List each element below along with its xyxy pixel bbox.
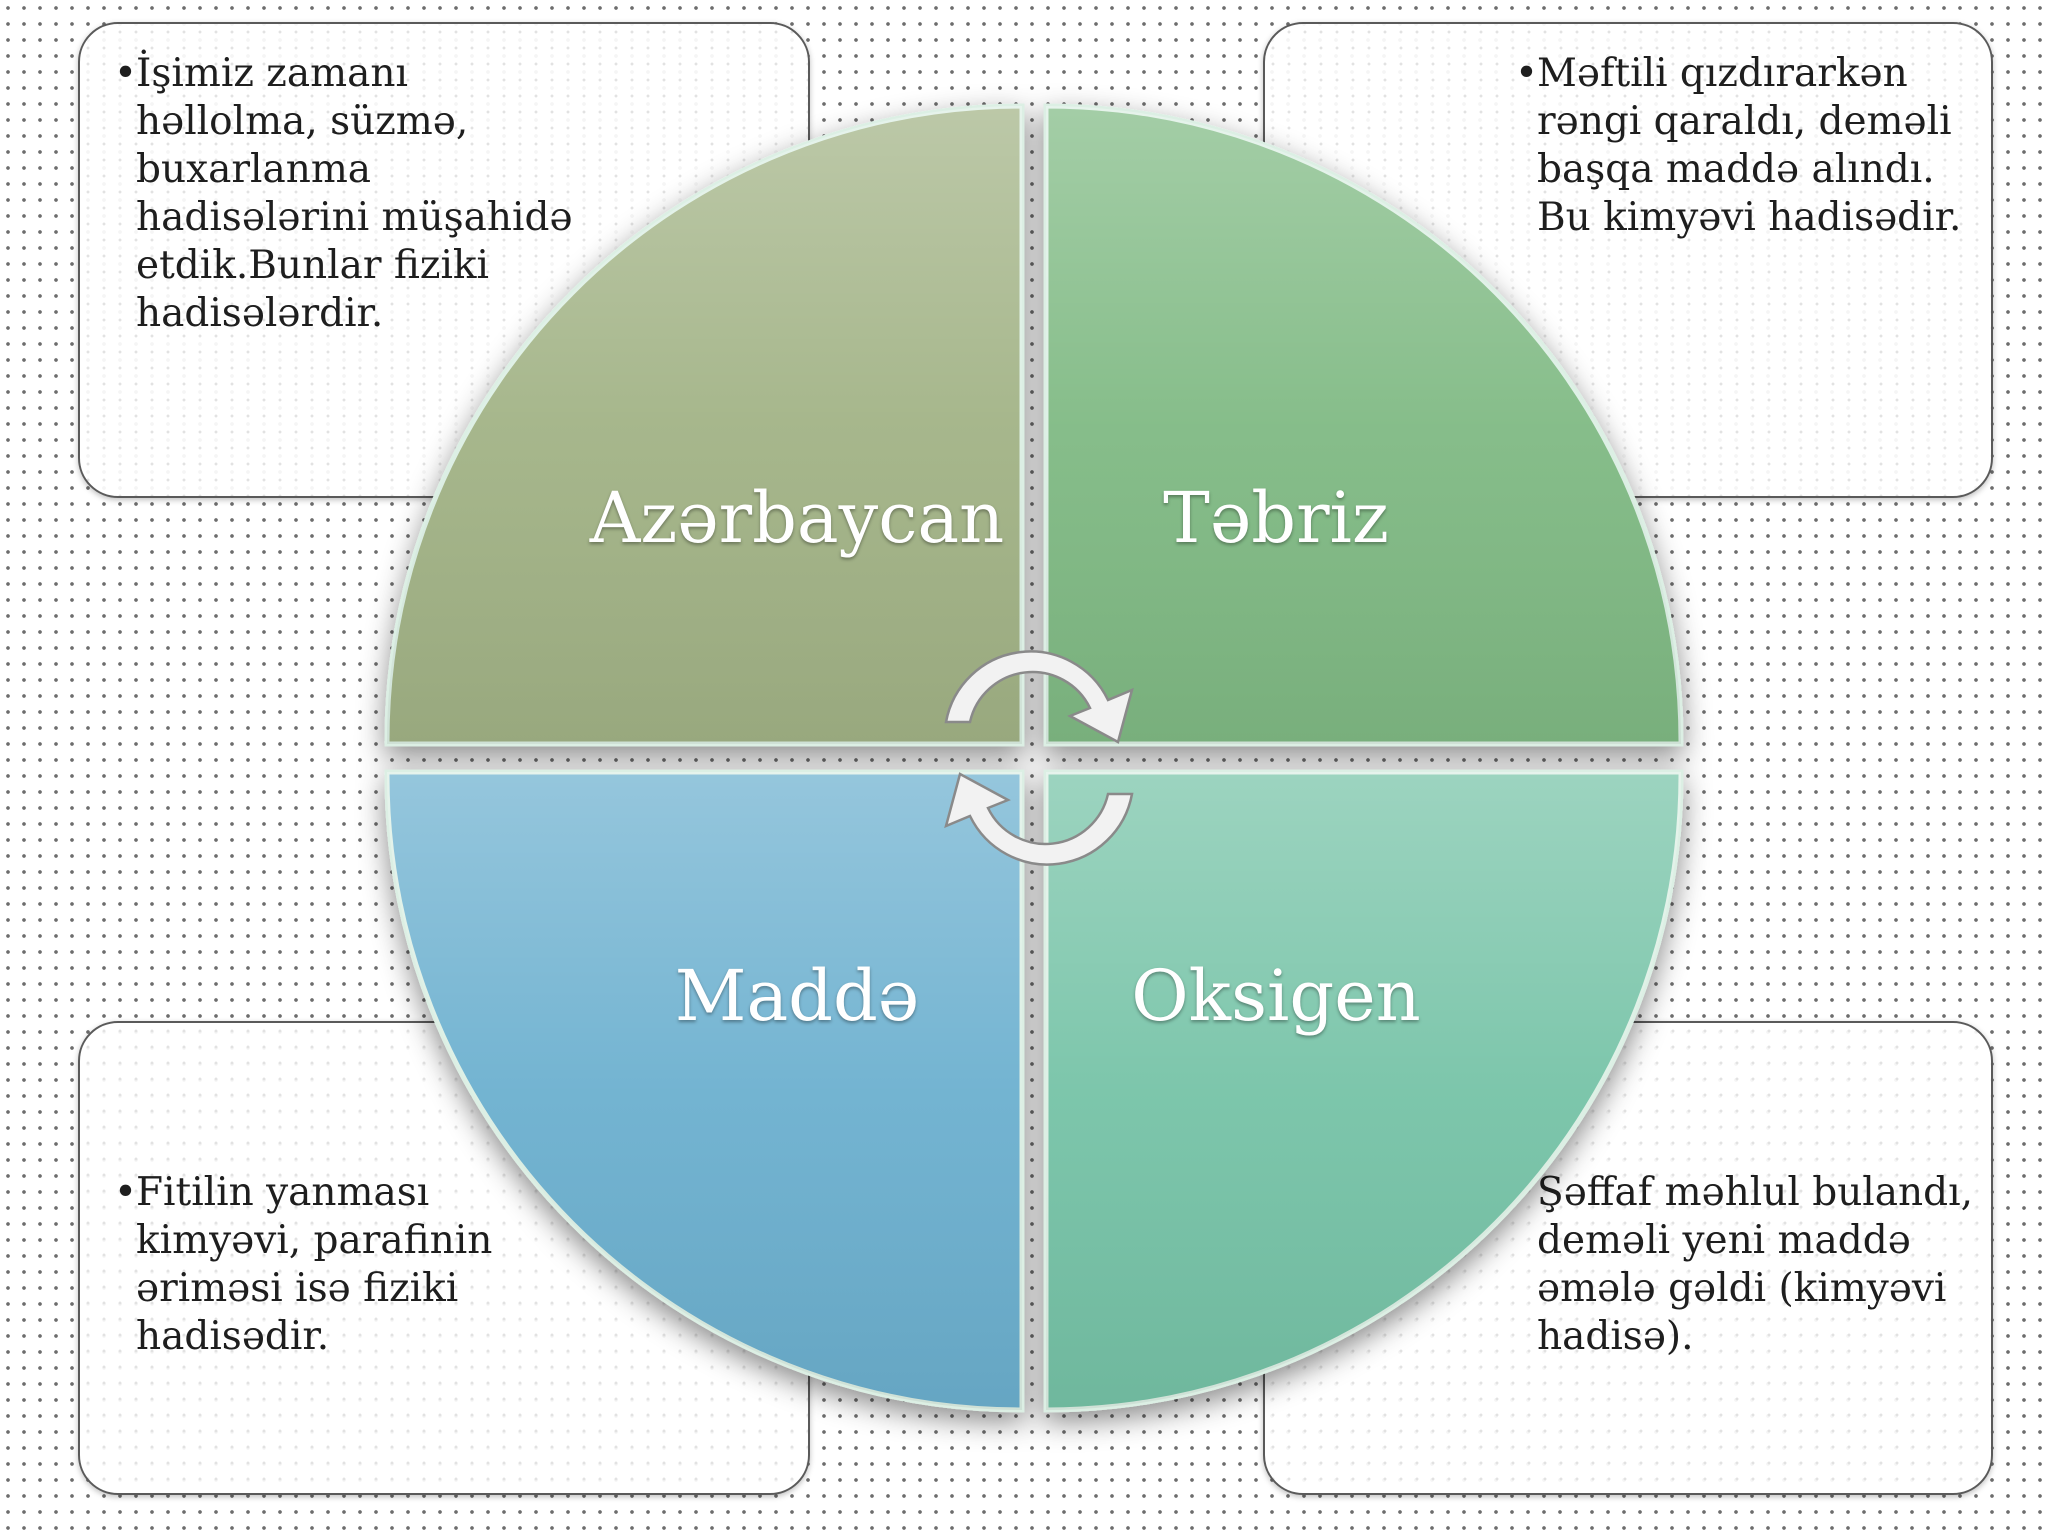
- quadrant-bottom-right: [1043, 769, 1684, 1413]
- top-left-note-text: İşimiz zamanı həllolma, süzmə, buxarlanm…: [114, 50, 573, 338]
- note-line: İşimiz zamanı: [114, 50, 573, 98]
- quadrant-top-right: [1043, 103, 1684, 747]
- quadrant-top-left: [384, 103, 1025, 747]
- quadrant-bottom-right-label: Oksigen: [1131, 955, 1421, 1037]
- quadrant-bottom-left-label: Maddə: [674, 955, 920, 1037]
- bottom-left-note-text: Fitilin yanması kimyəvi, parafinin ərimə…: [114, 1169, 492, 1361]
- note-line: buxarlanma: [136, 147, 372, 192]
- note-line: hadisədir.: [136, 1314, 330, 1359]
- note-line: Fitilin yanması: [114, 1169, 492, 1217]
- cycle-arrow-icon: [944, 650, 1134, 744]
- quadrant-top-left-label: Azərbaycan: [589, 477, 1005, 559]
- quadrant-bottom-left: [384, 769, 1025, 1413]
- quadrant-top-right-label: Təbriz: [1163, 477, 1389, 559]
- note-line: Məftili qızdırarkən: [1515, 50, 1961, 98]
- cycle-arrow-icon: [944, 772, 1134, 866]
- note-line: hadisələrdir.: [136, 291, 384, 336]
